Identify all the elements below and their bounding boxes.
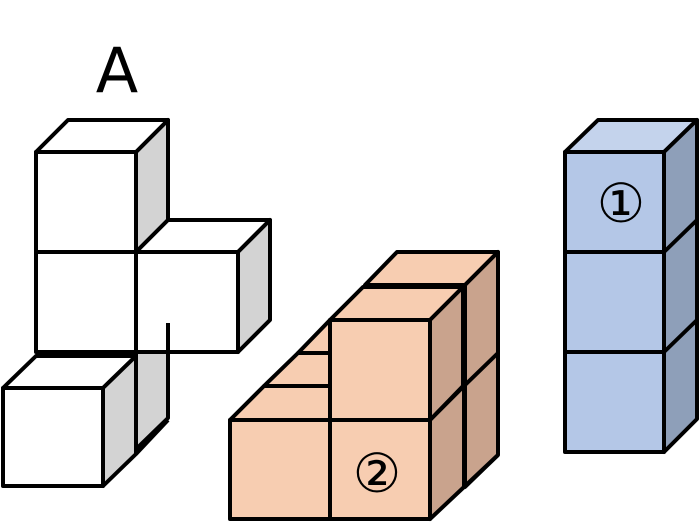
figure-label: A (96, 34, 138, 107)
piece-one-face (563, 250, 666, 354)
figure-a-face (34, 250, 138, 354)
figure-a-face (1, 386, 105, 488)
figure-a (1, 118, 272, 488)
figure-a-face (236, 218, 272, 354)
piece-two-label: ② (353, 442, 401, 505)
piece-two-edge (462, 453, 500, 489)
piece-two-face (428, 285, 465, 422)
piece-one (563, 118, 699, 454)
piece-two-face (228, 418, 332, 521)
piece-two-edge (462, 351, 500, 388)
piece-one-label: ① (597, 172, 645, 235)
figure-a-face (134, 250, 240, 354)
piece-two-face (328, 318, 432, 422)
figure-a-face (34, 150, 138, 254)
piece-one-edge (662, 318, 699, 354)
figure-a-face (34, 118, 170, 154)
piece-one-face (662, 118, 699, 454)
figure-a-edge (134, 418, 170, 456)
piece-one-face (563, 350, 666, 454)
piece-one-edge (662, 218, 699, 254)
piece-two (228, 250, 500, 521)
